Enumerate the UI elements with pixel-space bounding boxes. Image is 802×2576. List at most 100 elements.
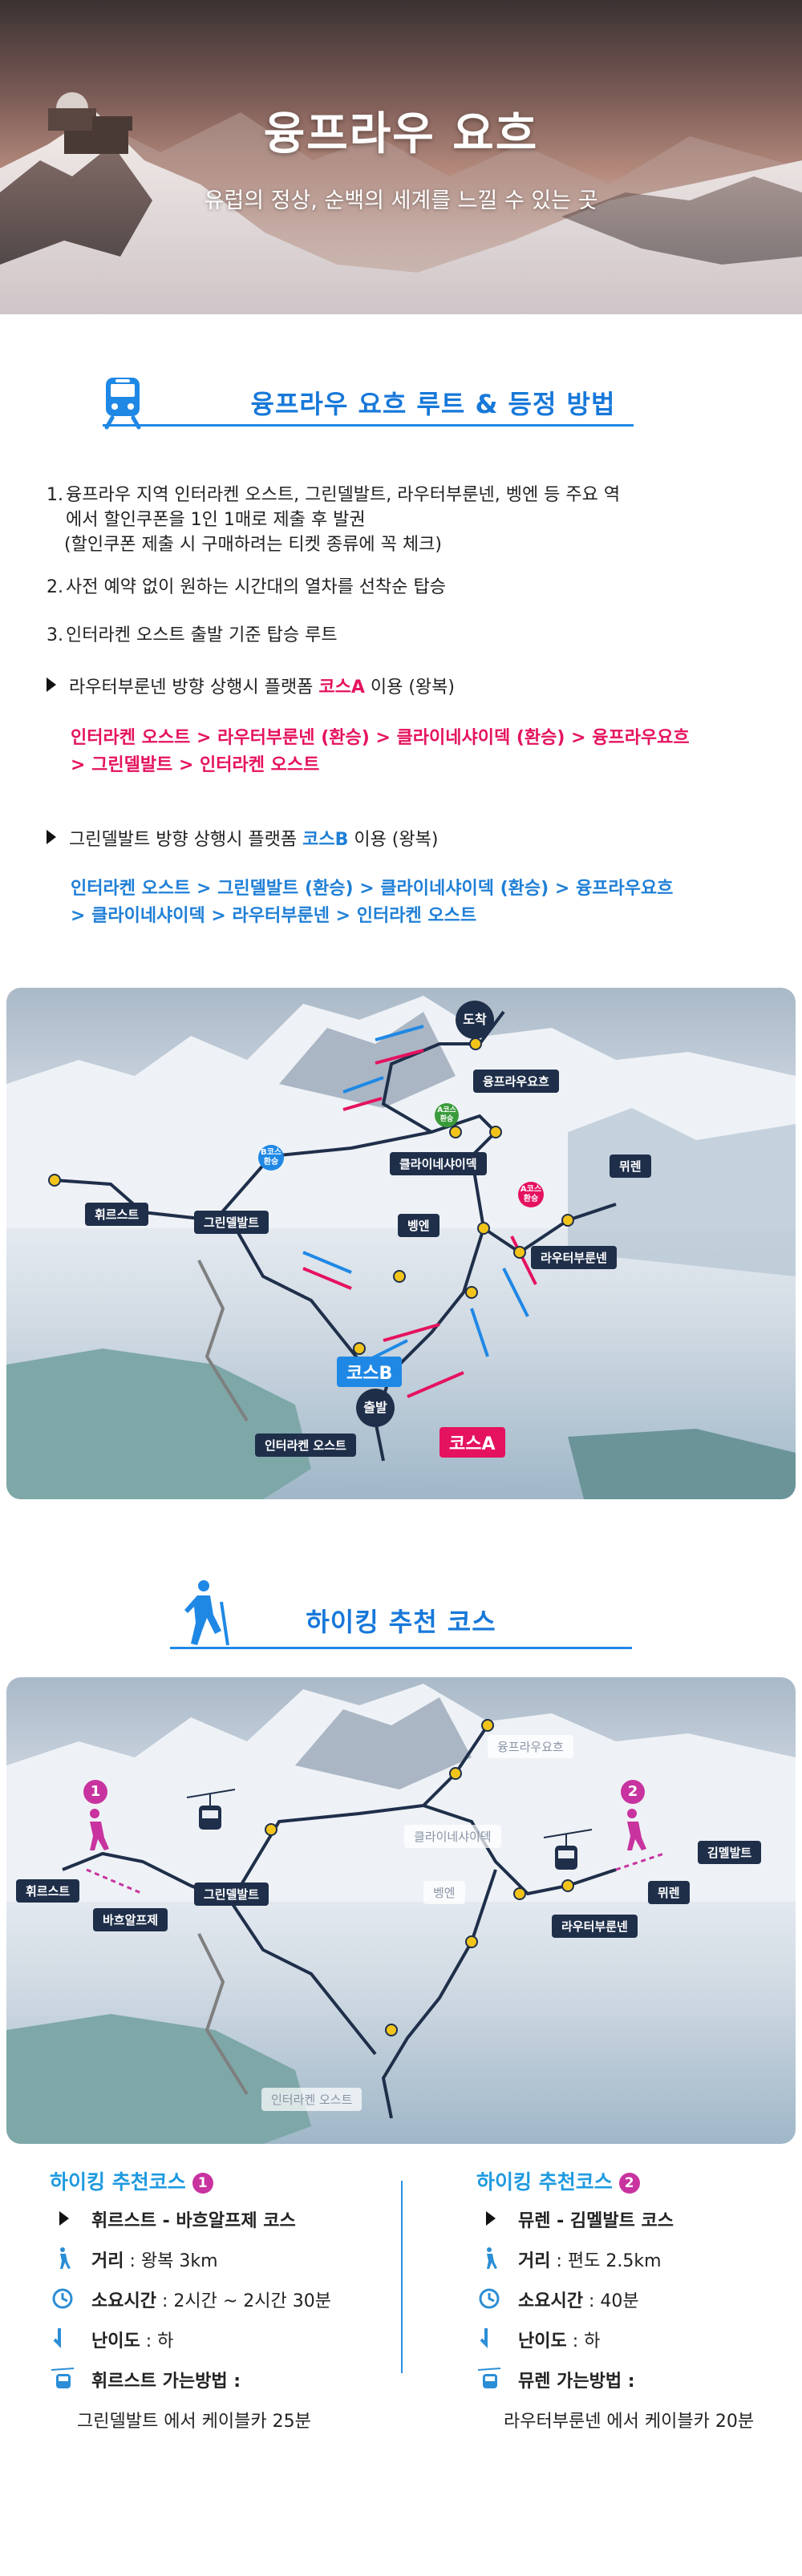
step-number: 2. xyxy=(47,577,63,597)
course-a-arrows xyxy=(302,1049,537,1398)
clock-icon xyxy=(52,2288,73,2309)
hiker-icon xyxy=(90,1809,109,1850)
hiking-badge-1: 1 xyxy=(83,1780,107,1804)
level-value: : 하 xyxy=(566,2331,601,2352)
label-gimmelwald: 김멜발트 xyxy=(698,1841,762,1864)
course-b-route-line2: > 클라이네샤이덱 > 라우터부룬넨 > 인터라켄 오스트 xyxy=(71,906,477,926)
label-kleine-scheidegg: 클라이네샤이덱 xyxy=(390,1152,487,1175)
hiking-station-nodes xyxy=(265,1719,574,2036)
route-map: 도착 출발 B코스 환승 A코스 환승 A코스 환승 융프라우요흐 클라이네샤이… xyxy=(6,988,796,1499)
hiking-map: 1 2 융프라우요흐 클라이네샤이덱 벵엔 인터라켄 오스트 휘르스트 바흐알프… xyxy=(6,1677,796,2144)
route-name: 휘르스트 - 바흐알프제 코스 xyxy=(91,2211,296,2231)
label-murren: 뮈렌 xyxy=(610,1155,651,1178)
course-a-pre: 라우터부룬넨 방향 상행시 플랫폼 xyxy=(69,677,319,698)
course-b-post: 이용 (왕복) xyxy=(348,830,439,850)
time-value: : 2시간 ~ 2시간 30분 xyxy=(156,2291,331,2311)
label-lauterbrunnen: 라우터부룬넨 xyxy=(531,1246,617,1269)
hiking-badge-2: 2 xyxy=(621,1780,645,1804)
mountain-illustration xyxy=(0,92,802,314)
access-label: 뮤렌 가는방법 : xyxy=(518,2372,635,2392)
hiker-icon xyxy=(184,1580,229,1646)
gondola-icon xyxy=(51,2368,75,2388)
hiking-course-badge: 2 xyxy=(618,2173,640,2194)
access-label: 휘르스트 가는방법 : xyxy=(91,2372,241,2392)
hiking-map-graphic xyxy=(6,1684,796,2144)
hero-title: 융프라우 요흐 xyxy=(263,108,539,160)
arrive-marker: 도착 xyxy=(456,1001,494,1039)
course-a-route: 인터라켄 오스트 > 라우터부룬넨 (환승) > 클라이네샤이덱 (환승) > … xyxy=(71,725,768,779)
step-number: 1. xyxy=(47,485,63,505)
route-section-heading: 융프라우 요흐 루트 & 등정 방법 xyxy=(0,374,802,431)
heading-underline xyxy=(170,1647,632,1649)
level-label: 난이도 xyxy=(91,2331,140,2352)
course-a-route-line1: 인터라켄 오스트 > 라우터부룬넨 (환승) > 클라이네샤이덱 (환승) > … xyxy=(71,728,690,748)
hiking-course-title: 하이킹 추천코스 xyxy=(50,2170,186,2194)
label-grindelwald: 그린델발트 xyxy=(194,1211,269,1234)
distance-label: 거리 xyxy=(91,2251,124,2271)
course-b-arrows xyxy=(302,1025,529,1366)
label-interlaken: 인터라켄 오스트 xyxy=(255,1434,356,1457)
triangle-bullet-icon xyxy=(47,677,56,692)
hiker-icon xyxy=(487,2247,497,2269)
hiking-section-title: 하이킹 추천 코스 xyxy=(306,1607,496,1637)
hiking-section-heading: 하이킹 추천 코스 xyxy=(0,1579,802,1652)
hiker-icon xyxy=(60,2247,71,2269)
step-text: 융프라우 지역 인터라켄 오스트, 그린델발트, 라우터부룬넨, 벵엔 등 주요… xyxy=(66,485,621,530)
arrow-down-icon xyxy=(53,2328,61,2348)
a-transfer-mid-marker: A코스 환승 xyxy=(518,1182,544,1207)
a-transfer-top-marker: A코스 환승 xyxy=(435,1103,459,1127)
course-b-pill: 코스B xyxy=(337,1357,403,1387)
triangle-bullet-icon xyxy=(486,2211,496,2226)
step-text: 사전 예약 없이 원하는 시간대의 열차를 선착순 탑승 xyxy=(66,577,446,597)
gondola-icon xyxy=(543,1829,593,1870)
distance-label: 거리 xyxy=(518,2251,551,2271)
triangle-bullet-icon xyxy=(47,830,56,844)
course-b-route-line1: 인터라켄 오스트 > 그린델발트 (환승) > 클라이네샤이덱 (환승) > 융… xyxy=(71,879,674,899)
step-number: 3. xyxy=(47,625,63,645)
time-label: 소요시간 xyxy=(91,2291,156,2311)
route-section: 융프라우 요흐 루트 & 등정 방법 1. 융프라우 지역 인터라켄 오스트, … xyxy=(0,314,802,988)
label-lauterbrunnen: 라우터부룬넨 xyxy=(552,1915,638,1938)
course-a-post: 이용 (왕복) xyxy=(364,677,455,698)
hiking-course-title: 하이킹 추천코스 xyxy=(476,2170,613,2194)
label-bachalpsee: 바흐알프제 xyxy=(93,1908,168,1931)
gondola-icon xyxy=(186,1789,236,1830)
course-b-name: 코스B xyxy=(302,830,349,850)
course-a-name: 코스A xyxy=(318,677,365,698)
depart-marker: 출발 xyxy=(356,1389,395,1427)
arrow-down-icon xyxy=(480,2328,488,2348)
label-jungfraujoch: 융프라우요흐 xyxy=(473,1070,559,1093)
label-grindelwald: 그린델발트 xyxy=(194,1882,269,1906)
step-text: 인터라켄 오스트 출발 기준 탑승 루트 xyxy=(66,625,338,645)
course-a-route-line2: > 그린델발트 > 인터라켄 오스트 xyxy=(71,755,320,775)
hiker-icon xyxy=(627,1809,646,1850)
course-a-pill: 코스A xyxy=(439,1427,505,1458)
route-section-title: 융프라우 요흐 루트 & 등정 방법 xyxy=(250,389,616,419)
label-first: 휘르스트 xyxy=(16,1879,80,1903)
time-label: 소요시간 xyxy=(518,2291,583,2311)
step-1: 1. 융프라우 지역 인터라켄 오스트, 그린델발트, 라우터부룬넨, 벵엔 등… xyxy=(47,483,752,563)
hiking-map-wrapper: 1 2 융프라우요흐 클라이네샤이덱 벵엔 인터라켄 오스트 휘르스트 바흐알프… xyxy=(0,1677,802,2158)
heading-underline xyxy=(103,424,634,427)
level-value: : 하 xyxy=(140,2331,174,2352)
route-map-wrapper: 도착 출발 B코스 환승 A코스 환승 A코스 환승 융프라우요흐 클라이네샤이… xyxy=(0,988,802,1509)
hero-subtitle: 유럽의 정상, 순백의 세계를 느낄 수 있는 곳 xyxy=(204,188,598,213)
label-jungfraujoch: 융프라우요흐 xyxy=(488,1735,573,1758)
label-kleine-scheidegg: 클라이네샤이덱 xyxy=(404,1825,501,1848)
hero-banner: 융프라우 요흐 유럽의 정상, 순백의 세계를 느낄 수 있는 곳 xyxy=(0,0,802,314)
label-interlaken: 인터라켄 오스트 xyxy=(261,2088,363,2111)
triangle-bullet-icon xyxy=(59,2211,69,2226)
b-transfer-marker: B코스 환승 xyxy=(258,1145,284,1171)
hiking-section: 하이킹 추천 코스 xyxy=(0,1509,802,1677)
column-divider xyxy=(401,2181,403,2373)
clock-icon xyxy=(479,2288,500,2309)
route-map-graphic xyxy=(6,996,796,1499)
level-label: 난이도 xyxy=(518,2331,567,2352)
label-wengen: 벵엔 xyxy=(398,1214,439,1237)
access-value: 그린델발트 에서 케이블카 25분 xyxy=(77,2412,311,2432)
distance-value: : 편도 2.5km xyxy=(550,2251,662,2271)
route-name: 뮤렌 - 김멜발트 코스 xyxy=(518,2211,674,2231)
access-value: 라우터부룬넨 에서 케이블카 20분 xyxy=(504,2412,755,2432)
